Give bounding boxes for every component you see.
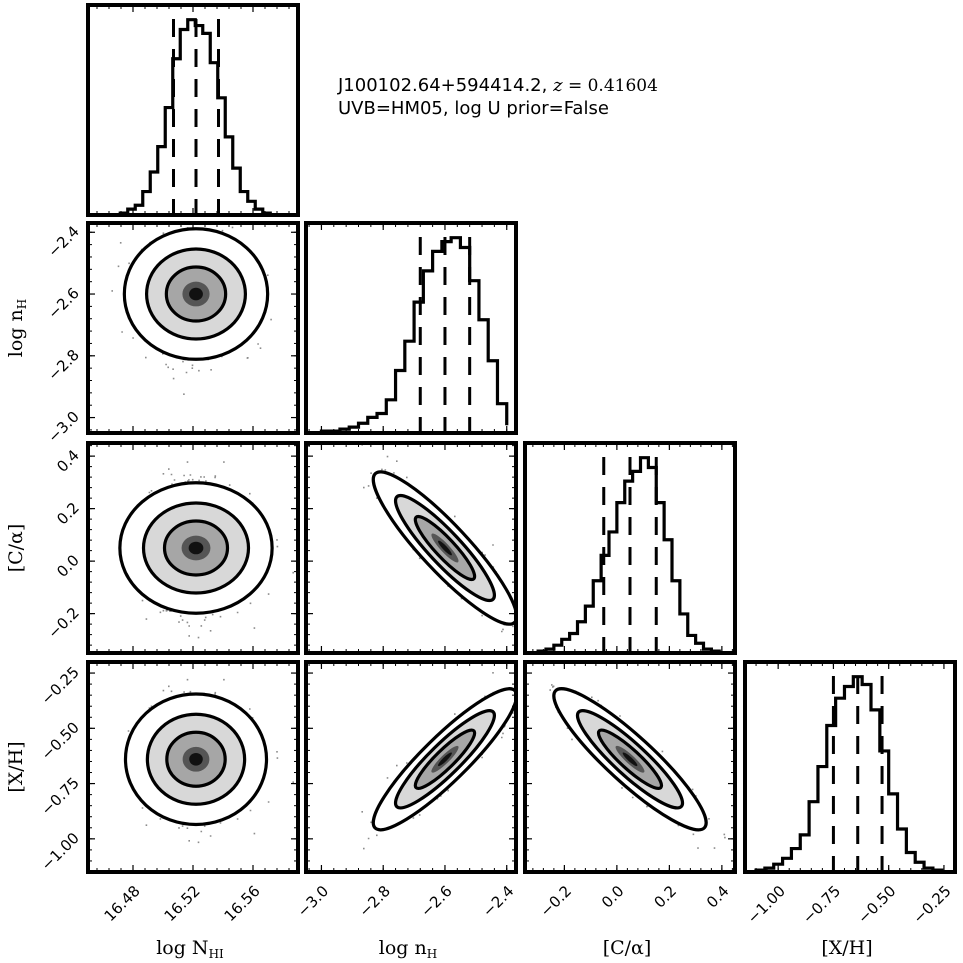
x-axis-label-logNHI: log NHI xyxy=(156,937,224,961)
panel-frame xyxy=(304,441,518,655)
x-tick-label: −2.8 xyxy=(355,882,393,920)
panel-X_H-hist: −1.00−0.75−0.50−0.25 xyxy=(743,660,957,927)
histogram-step xyxy=(754,675,944,872)
x-axis-label-C_alpha: [C/α] xyxy=(603,937,652,959)
panel-frame xyxy=(523,441,737,655)
chart-title-z-value: = 0.41604 xyxy=(563,76,658,96)
y-tick-label: 0.2 xyxy=(53,499,83,529)
y-tick-label: −0.2 xyxy=(44,604,82,642)
y-tick-label: −0.50 xyxy=(38,718,83,763)
x-tick-label: −2.6 xyxy=(417,882,455,920)
x-tick-label: −0.75 xyxy=(799,882,844,927)
panel-logNHI-vs-lognH: −3.0 −2.8 −2.6 −2.4 xyxy=(44,221,300,446)
y-tick-label: −0.25 xyxy=(38,663,83,708)
chart-title-line2: UVB=HM05, log U prior=False xyxy=(338,98,609,119)
y-axis-label-lognH: log nH xyxy=(5,299,29,357)
chart-title-z-symbol: z xyxy=(552,75,563,96)
x-tick-label: −2.4 xyxy=(479,882,517,920)
x-tick-label: 16.56 xyxy=(221,882,264,925)
panel-lognH-vs-C_alpha xyxy=(304,441,518,655)
chart-title-object: J100102.64+594414.2, xyxy=(337,75,553,96)
x-tick-label: −0.2 xyxy=(537,882,575,920)
contour-core xyxy=(189,287,203,301)
panel-C_alpha-hist xyxy=(523,441,737,655)
panel-lognH-vs-X_H: −3.0 −2.8 −2.6 −2.4 xyxy=(294,660,518,921)
contour-core xyxy=(622,752,638,767)
contour-core xyxy=(438,752,452,767)
y-axis-label-X_H: [X/H] xyxy=(5,741,27,792)
y-tick-label: −3.0 xyxy=(44,408,82,446)
histogram-step xyxy=(536,456,721,653)
y-tick-label: −2.8 xyxy=(44,346,82,384)
x-axis-label-lognH: log nH xyxy=(379,937,437,961)
y-axis-label-C_alpha: [C/α] xyxy=(5,524,27,573)
contour-core xyxy=(188,541,204,555)
panel-frame xyxy=(86,3,300,217)
axis-labels-group: log NHI log nH [C/α] [X/H] log nH [C/α] [X/H] xyxy=(5,299,873,961)
y-tick-label: 0.4 xyxy=(53,446,83,476)
x-tick-label: 0.0 xyxy=(598,882,628,912)
chart-title-block: J100102.64+594414.2, z = 0.41604 UVB=HM0… xyxy=(337,75,658,119)
panel-logNHI-vs-X_H: 16.48 16.52 16.56 −1.00 −0.75 −0.50 −0.25 xyxy=(38,660,300,925)
panel-C_alpha-vs-X_H: −0.2 0.0 0.2 0.4 xyxy=(523,660,737,921)
y-tick-label: −2.6 xyxy=(44,284,82,322)
x-tick-label: 16.48 xyxy=(101,882,144,925)
x-tick-label: 16.52 xyxy=(161,882,204,925)
x-tick-label: −0.50 xyxy=(854,882,899,927)
x-axis-label-X_H: [X/H] xyxy=(821,937,872,959)
x-tick-label: 0.2 xyxy=(651,882,681,912)
panel-frame xyxy=(304,660,518,874)
x-tick-label: 0.4 xyxy=(703,882,733,912)
panel-logNHI-vs-C_alpha: −0.2 0.0 0.2 0.4 xyxy=(44,441,300,655)
panel-frame xyxy=(743,660,957,874)
contour-core xyxy=(189,752,203,766)
contour-core xyxy=(438,540,452,556)
x-tick-label: −0.25 xyxy=(909,882,954,927)
panel-frame xyxy=(304,221,518,435)
chart-title-line1: J100102.64+594414.2, z = 0.41604 xyxy=(337,75,658,96)
panel-logNHI-hist xyxy=(86,3,300,217)
histogram-step xyxy=(312,236,509,433)
y-tick-label: −1.00 xyxy=(38,829,83,874)
y-tick-label: −0.75 xyxy=(38,774,83,819)
x-tick-label: −3.0 xyxy=(294,882,332,920)
y-tick-label: 0.0 xyxy=(53,551,83,581)
x-tick-label: −1.00 xyxy=(744,882,789,927)
panel-lognH-hist xyxy=(304,221,518,435)
y-tick-label: −2.4 xyxy=(44,222,82,260)
panel-frame xyxy=(523,660,737,874)
